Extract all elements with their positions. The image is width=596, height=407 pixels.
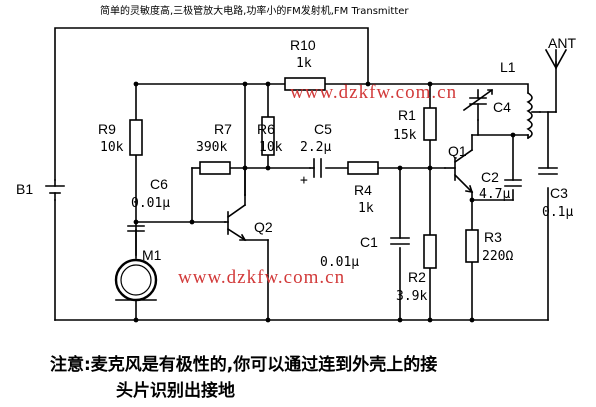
- R10-resistor: [284, 77, 326, 91]
- R10-label: R10: [290, 37, 316, 53]
- R6-label: R6: [257, 121, 275, 137]
- R4-label: R4: [354, 182, 372, 198]
- C1-capacitor: [390, 237, 410, 245]
- C6-value: 0.01μ: [131, 196, 170, 211]
- C6-capacitor: [127, 225, 145, 232]
- svg-text:+: +: [300, 173, 308, 188]
- R7-resistor: [199, 161, 231, 175]
- C4-label: C4: [493, 99, 511, 115]
- R2-resistor: [423, 234, 437, 269]
- M1-label: M1: [142, 247, 162, 263]
- L1-inductor: [512, 91, 541, 140]
- R2-value: 3.9k: [396, 289, 427, 304]
- Q2-label: Q2: [254, 219, 273, 235]
- C4-variable-capacitor: [462, 88, 494, 121]
- C2-label: C2: [481, 169, 499, 185]
- Q1-transistor: [444, 148, 474, 194]
- watermark-bottom: www.dzkfw.com.cn: [178, 267, 345, 288]
- L1-label: L1: [500, 59, 516, 75]
- R1-value: 15k: [393, 128, 417, 143]
- note-line-1: 注意:麦克风是有极性的,你可以通过连到外壳上的接: [50, 354, 437, 375]
- Q2-transistor: [224, 194, 269, 242]
- C1-value: 0.01μ: [320, 255, 359, 270]
- C5-label: C5: [314, 121, 332, 137]
- C3-label: C3: [550, 185, 568, 201]
- R4-resistor: [347, 161, 379, 175]
- R3-resistor: [465, 229, 479, 263]
- M1-microphone-icon: [114, 258, 158, 302]
- R9-resistor: [129, 119, 143, 156]
- B1-label: B1: [16, 181, 33, 197]
- diagram-title: 简单的灵敏度高,三极管放大电路,功率小的FM发射机,FM Transmitter: [100, 4, 409, 17]
- wires: [54, 27, 557, 321]
- Q1-label: Q1: [448, 143, 467, 159]
- R6-value: 10k: [259, 140, 283, 155]
- C5-value: 2.2μ: [300, 140, 331, 155]
- R4-value: 1k: [358, 201, 374, 216]
- R9-value: 10k: [100, 140, 124, 155]
- ANT-label: ANT: [548, 35, 576, 51]
- R1-label: R1: [398, 107, 416, 123]
- C6-label: C6: [150, 176, 168, 192]
- R3-value: 220Ω: [482, 249, 513, 264]
- C1-label: C1: [360, 234, 378, 250]
- C2-value: 4.7μ: [479, 187, 510, 202]
- C3-capacitor: [538, 167, 558, 175]
- note-line-2: 头片识别出接地: [116, 380, 235, 401]
- R9-label: R9: [98, 121, 116, 137]
- junction-dots: [133, 81, 516, 323]
- R10-value: 1k: [296, 56, 312, 71]
- R3-label: R3: [484, 229, 502, 245]
- C3-value: 0.1μ: [542, 205, 573, 220]
- R6-resistor: [261, 116, 275, 156]
- R1-resistor: [423, 107, 437, 141]
- watermark-top: www.dzkfw.com.cn: [290, 82, 457, 103]
- C5-capacitor: +: [300, 158, 322, 188]
- R7-value: 390k: [196, 140, 227, 155]
- C2-capacitor: [504, 179, 522, 187]
- B1-battery: [45, 179, 65, 201]
- antenna-icon: [544, 48, 568, 70]
- R7-label: R7: [214, 121, 232, 137]
- component-labels: R10 1k R9 10k R7 390k R6 10k C5 2.2μ R1 …: [16, 35, 576, 304]
- R2-label: R2: [408, 269, 426, 285]
